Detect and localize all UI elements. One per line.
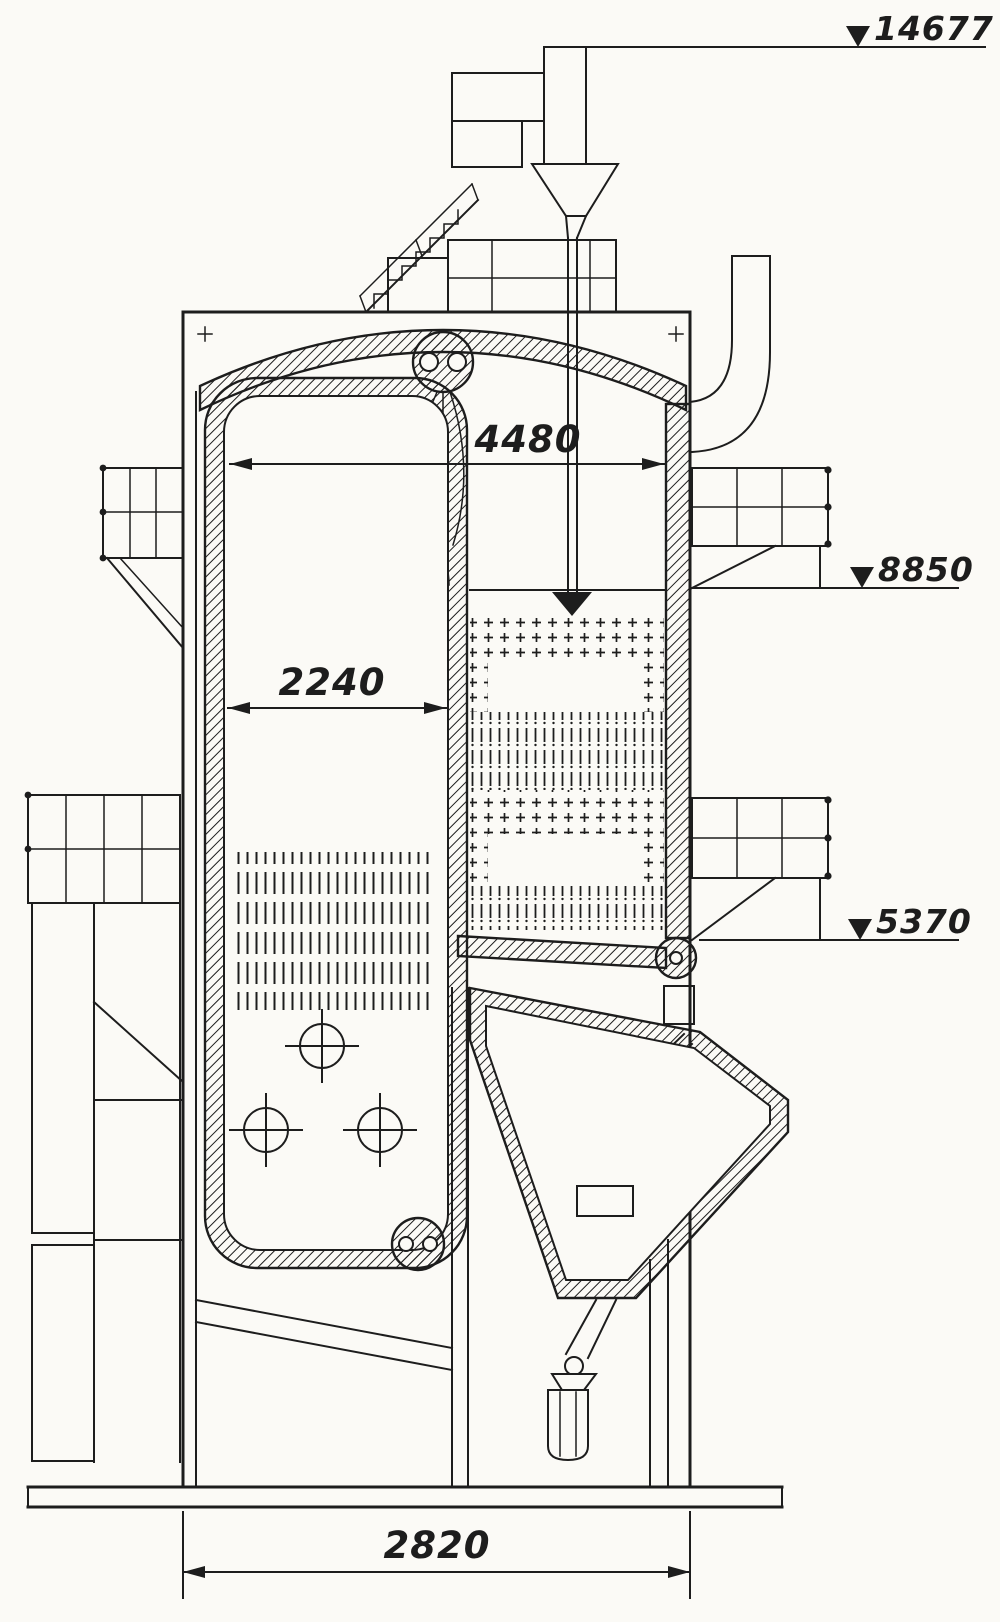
ash-hopper xyxy=(451,985,790,1488)
tube-bank-window-lower xyxy=(488,834,640,886)
left-side-structures xyxy=(24,464,185,1463)
burner-upper xyxy=(285,1009,359,1083)
dimension-label-2820: 2820 xyxy=(384,1524,491,1567)
roof-insulation-band xyxy=(198,328,688,412)
elevation-triangle-icon xyxy=(848,919,872,940)
corner-mark-left xyxy=(197,326,213,342)
left-brace xyxy=(92,1000,185,1084)
ash-floor xyxy=(194,1298,454,1350)
foundation-slab xyxy=(26,1485,784,1509)
convection-floor xyxy=(456,934,668,970)
tube-bank-window-upper xyxy=(488,660,640,712)
slag-discharge xyxy=(547,1298,618,1462)
elevation-label-8850: 8850 xyxy=(878,550,974,589)
left-platform-upper xyxy=(99,464,185,650)
elevation-marker-8850: 8850 xyxy=(691,550,974,589)
furnace-tube-screen xyxy=(232,852,434,1010)
burner-right xyxy=(343,1093,417,1167)
left-air-heater xyxy=(24,791,181,904)
platform-brace xyxy=(105,556,185,650)
access-stairs xyxy=(358,182,480,314)
elevation-label-14677: 14677 xyxy=(874,9,994,48)
tube-bank-bottom xyxy=(470,886,664,930)
feed-distributor xyxy=(552,592,592,616)
dimension-label-4480: 4480 xyxy=(474,418,582,461)
corner-mark-right xyxy=(668,326,684,342)
right-platform-lower xyxy=(690,796,832,942)
right-platform-upper xyxy=(690,466,832,590)
elevation-marker-5370: 5370 xyxy=(699,902,972,941)
elevation-triangle-icon xyxy=(846,26,870,47)
outlet-duct-elbow xyxy=(688,255,771,454)
boiler-casing xyxy=(181,310,698,1489)
convection-pass xyxy=(456,589,668,970)
dimension-4480: 4480 xyxy=(229,418,665,470)
hopper-access-door xyxy=(576,1185,634,1217)
lower-header-furnace xyxy=(390,1216,446,1272)
dimension-2240: 2240 xyxy=(227,661,447,714)
dimension-label-2240: 2240 xyxy=(279,661,386,704)
elevation-label-5370: 5370 xyxy=(876,902,972,941)
dimension-2820: 2820 xyxy=(182,1511,691,1599)
tube-bank-middle xyxy=(470,712,664,790)
elevation-marker-14677: 14677 xyxy=(585,9,994,48)
right-wall-insulation xyxy=(664,402,692,940)
elevation-triangle-icon xyxy=(850,567,874,588)
burner-left xyxy=(229,1093,303,1167)
furnace-chamber xyxy=(194,376,469,1372)
